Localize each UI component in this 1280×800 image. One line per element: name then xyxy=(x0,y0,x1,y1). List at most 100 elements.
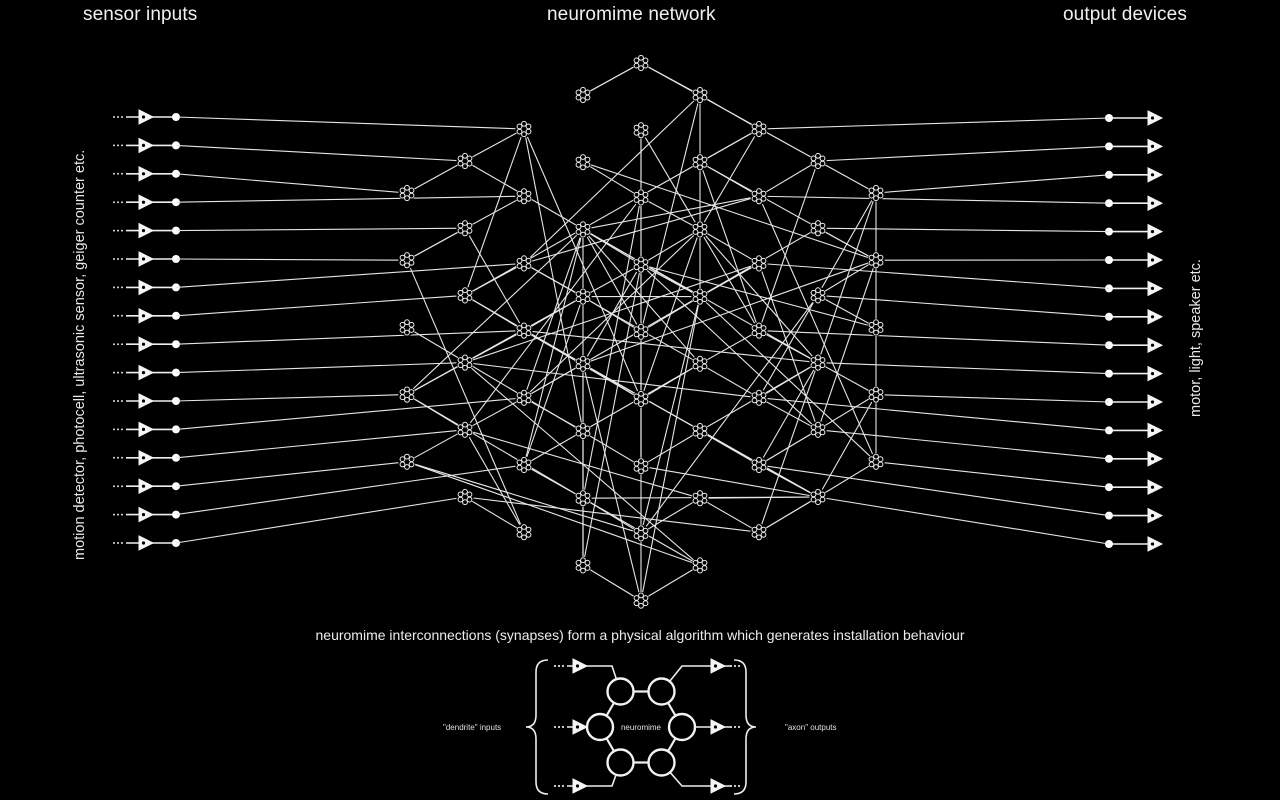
neuromime-node xyxy=(398,318,416,336)
output-device-row xyxy=(817,429,1164,467)
axon-outputs-label: "axon" outputs xyxy=(785,723,837,732)
neuromime-node xyxy=(691,288,709,306)
sensor-input-row xyxy=(113,294,466,324)
neuromime-ring-circle xyxy=(647,748,676,777)
neuromime-node xyxy=(809,152,827,170)
neuromime-node xyxy=(574,220,592,238)
output-device-row xyxy=(875,166,1164,194)
neuromime-node xyxy=(515,456,533,474)
neuromime-ring-circle xyxy=(585,712,615,742)
sensor-input-row xyxy=(113,464,525,523)
neuromime-ring-circle xyxy=(606,677,635,706)
sensor-input-row xyxy=(113,330,525,353)
output-device-row xyxy=(817,138,1164,162)
neuromime-network-heading: neuromime network xyxy=(547,4,716,25)
sensor-input-row xyxy=(113,397,525,438)
output-device-row xyxy=(758,397,1164,439)
neuromime-node xyxy=(867,184,885,202)
neuromime-node xyxy=(456,488,474,506)
neuromime-node xyxy=(867,453,885,471)
neuromime-node xyxy=(574,86,592,104)
sensor-input-row xyxy=(113,109,525,130)
neuromime-node xyxy=(809,488,827,506)
output-device-row xyxy=(817,362,1164,382)
sensor-input-row xyxy=(113,251,408,267)
neuromime-node xyxy=(515,120,533,138)
neuromime-node xyxy=(515,254,533,272)
neuromime-inset-diagram: "dendrite" inputs neuromime "axon" outputs xyxy=(443,658,837,795)
output-device-row xyxy=(875,461,1164,496)
neuromime-node xyxy=(574,422,592,440)
output-device-row xyxy=(817,496,1164,552)
neuromime-node xyxy=(456,354,474,372)
neuromime-node xyxy=(632,256,650,274)
output-device-row xyxy=(758,262,1164,297)
sensor-input-row xyxy=(113,461,408,495)
neuromime-node xyxy=(515,322,533,340)
neuromime-nodes xyxy=(398,54,885,610)
neuromime-node xyxy=(456,219,474,237)
output-device-row xyxy=(758,110,1164,130)
sensor-input-row xyxy=(113,362,466,381)
dendrite-inputs-label: "dendrite" inputs xyxy=(443,723,501,732)
output-device-row xyxy=(817,294,1164,325)
neuromime-center-label: neuromime xyxy=(621,723,662,732)
output-device-row xyxy=(817,223,1164,240)
network-caption: neuromime interconnections (synapses) fo… xyxy=(315,627,965,643)
sensor-input-row xyxy=(113,194,525,211)
neuromime-node xyxy=(574,556,592,575)
neuromime-node xyxy=(750,389,768,407)
neuromime-node xyxy=(867,386,885,404)
neuromime-node xyxy=(867,318,885,336)
neuromime-node xyxy=(632,390,650,408)
neuromime-node xyxy=(632,188,650,206)
neuromime-node xyxy=(456,421,474,439)
neuromime-ring-circle xyxy=(606,748,635,777)
output-device-row xyxy=(875,252,1164,268)
neuromime-node xyxy=(574,153,592,171)
neuromime-node xyxy=(750,187,768,205)
neuromime-ring-circle xyxy=(647,677,676,706)
neuromime-node xyxy=(750,456,768,474)
output-device-row xyxy=(758,464,1164,524)
output-devices-heading: output devices xyxy=(1063,4,1187,25)
sensor-input-row xyxy=(113,137,466,162)
sensor-input-row xyxy=(113,165,408,194)
sensor-input-row xyxy=(113,496,466,551)
neuromime-node xyxy=(398,386,416,404)
neuromime-node xyxy=(398,453,416,471)
neuromime-node xyxy=(691,556,709,575)
neuromime-node xyxy=(750,120,768,138)
output-device-row xyxy=(758,330,1164,354)
neuromime-node xyxy=(809,354,827,372)
neuromime-node xyxy=(750,254,768,272)
neuromime-node xyxy=(574,288,592,306)
neuromime-node xyxy=(456,286,474,304)
neuromime-node xyxy=(456,152,474,170)
brace-icon xyxy=(525,659,549,795)
neuromime-ring-circle xyxy=(667,712,697,742)
neuromime-node xyxy=(750,322,768,340)
neuromime-node xyxy=(691,220,709,238)
sensor-input-row xyxy=(113,429,466,466)
neuromime-node xyxy=(809,219,827,237)
output-device-rows xyxy=(758,110,1164,552)
output-device-row xyxy=(758,195,1164,212)
neuromime-node xyxy=(632,592,650,610)
sensor-input-row xyxy=(113,262,525,296)
sensor-inputs-heading: sensor inputs xyxy=(83,4,198,25)
neuromime-node xyxy=(632,54,650,72)
neuromime-node xyxy=(515,523,533,541)
brace-icon xyxy=(733,659,757,795)
neuromime-node xyxy=(691,355,709,373)
neuromime-node xyxy=(691,422,709,440)
neuromime-node xyxy=(867,251,885,269)
neuromime-node xyxy=(632,524,650,543)
neuromime-node xyxy=(691,153,709,171)
neuromime-node xyxy=(632,121,650,139)
output-device-row xyxy=(875,394,1164,410)
neuromime-node xyxy=(574,355,592,373)
neuromime-node xyxy=(691,489,709,507)
neuromime-node xyxy=(632,323,650,341)
neuromime-node xyxy=(574,489,592,507)
